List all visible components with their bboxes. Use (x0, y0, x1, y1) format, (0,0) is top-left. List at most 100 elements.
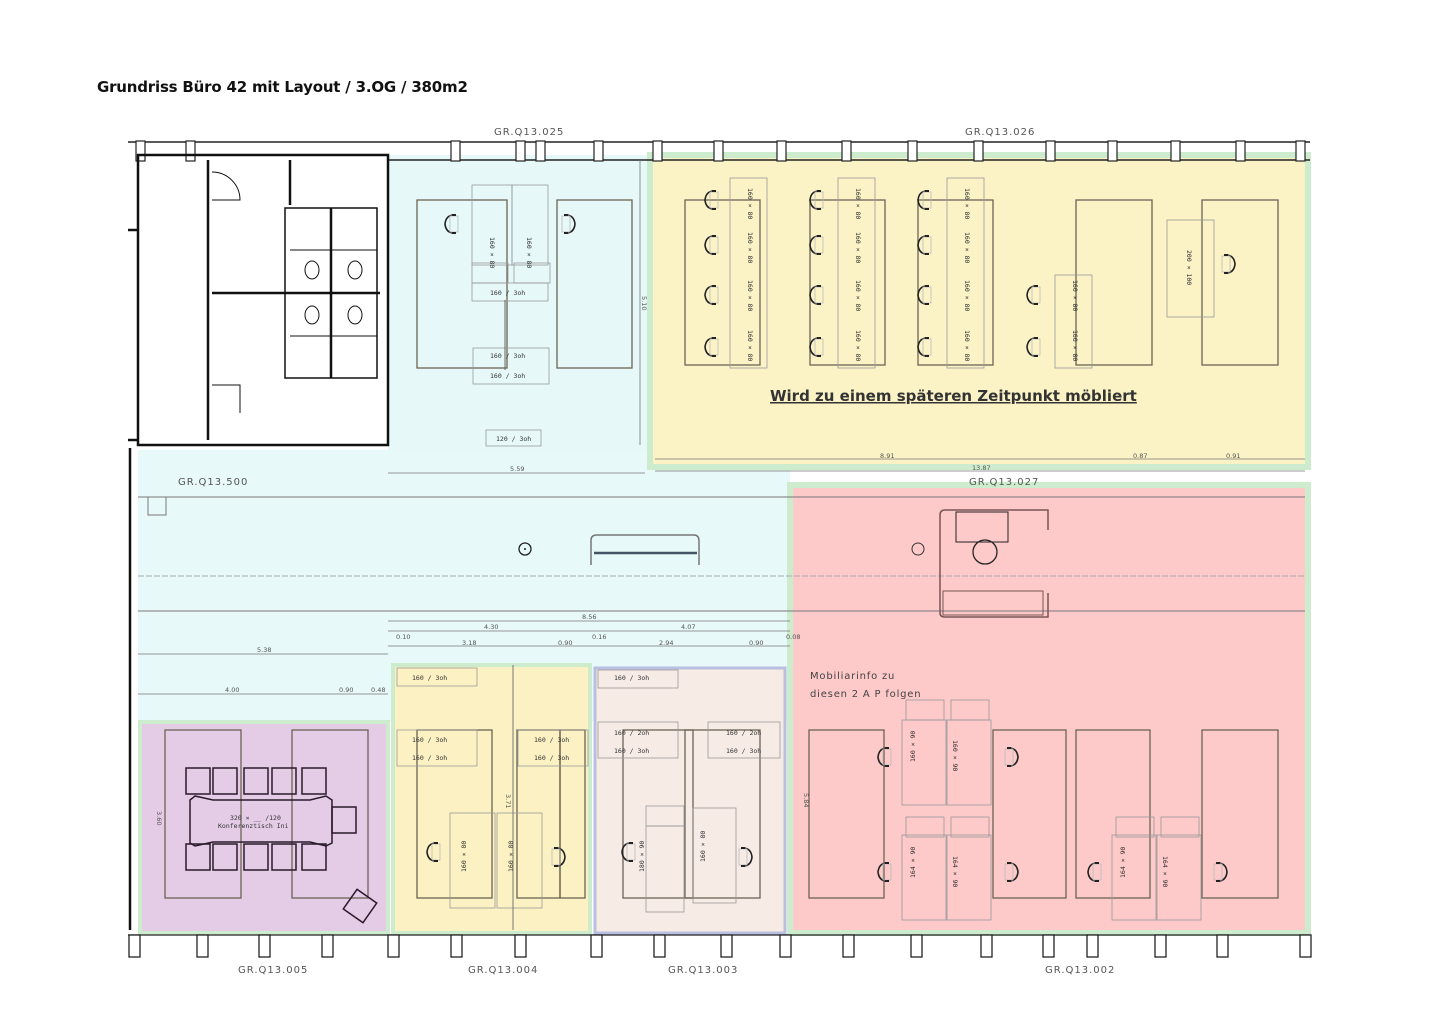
window-mullion (1295, 140, 1306, 162)
cabinet-label: 160 / 3oh (412, 736, 447, 744)
zone-q13-003[interactable] (593, 666, 787, 935)
window-mullion (1299, 934, 1312, 958)
zone-q13-027[interactable] (787, 482, 1311, 936)
note-furniture-info-line2: diesen 2 A P folgen (810, 689, 921, 700)
wc-block (128, 153, 390, 930)
window-mullion (776, 140, 787, 162)
desk-label: 160 × 80 (854, 232, 862, 263)
desk-label: 164 × 90 (909, 847, 917, 878)
window-mullion (515, 140, 526, 162)
svg-text:5.84: 5.84 (802, 793, 810, 807)
svg-text:0.48: 0.48 (371, 686, 385, 694)
window-mullion (1086, 934, 1099, 958)
svg-text:0.91: 0.91 (1226, 452, 1240, 460)
conference-table-name: Konferenztisch Ini (218, 822, 289, 830)
svg-text:13.87: 13.87 (972, 464, 991, 472)
window-mullion (653, 934, 666, 958)
window-mullion (321, 934, 334, 958)
desk-label: 160 × 80 (1071, 330, 1079, 361)
window-mullion (535, 140, 546, 162)
window-mullion (196, 934, 209, 958)
window-mullion (593, 140, 604, 162)
cabinet-label: 160 / 3oh (490, 372, 525, 380)
window-mullion (980, 934, 993, 958)
cabinet-label: 160 / 3oh (490, 289, 525, 297)
cabinet-label: 160 / 2oh (726, 729, 761, 737)
cabinet-label: 160 / 3oh (412, 754, 447, 762)
cabinet-label: 160 / 2oh (614, 729, 649, 737)
cabinet-label: 160 / 3oh (534, 736, 569, 744)
room-label-q13-025: GR.Q13.025 (494, 127, 564, 138)
window-mullion (1107, 140, 1118, 162)
room-label-q13-500: GR.Q13.500 (178, 477, 248, 488)
toilet-icon (347, 260, 363, 280)
svg-text:5.59: 5.59 (510, 465, 524, 473)
zone-q13-025[interactable] (388, 155, 652, 450)
desk-label: 160 × 80 (746, 232, 754, 263)
chair-icon (185, 767, 211, 795)
svg-text:8.91: 8.91 (880, 452, 894, 460)
chairs-q13-005 (185, 767, 378, 924)
svg-text:0.90: 0.90 (749, 639, 763, 647)
desk-label: 160 × 80 (746, 188, 754, 219)
window-mullion (1235, 140, 1246, 162)
desk-label: 160 × 80 (1071, 280, 1079, 311)
toilet-icon (347, 305, 363, 325)
room-label-q13-002: GR.Q13.002 (1045, 965, 1115, 976)
cabinet-label: 160 / 3oh (412, 674, 447, 682)
desk-label: 160 × 80 (854, 280, 862, 311)
desk-label: 164 × 90 (1119, 847, 1127, 878)
chair-icon (185, 843, 211, 871)
column-target-icon (518, 542, 532, 556)
conference-table-size: 320 × __ /120 (230, 814, 281, 822)
door-icon (212, 384, 241, 413)
svg-text:3.71: 3.71 (504, 794, 512, 808)
room-q13-002-furniture (808, 699, 1279, 921)
note-furniture-info-line1: Mobiliarinfo zu (810, 671, 895, 682)
cabinet-label: 160 / 3oh (490, 352, 525, 360)
svg-text:5.38: 5.38 (257, 646, 271, 654)
desk-label: 160 × 80 (746, 330, 754, 361)
window-mullion (1154, 934, 1167, 958)
svg-text:4.00: 4.00 (225, 686, 239, 694)
chair-icon (243, 767, 269, 795)
chair-icon (331, 806, 357, 834)
svg-text:2.94: 2.94 (659, 639, 673, 647)
window-row-bottom (128, 934, 1312, 958)
room-q13-004-furniture (396, 665, 589, 930)
desk-label: 160 × 80 (963, 188, 971, 219)
chair-icon (271, 843, 297, 871)
window-mullion (720, 934, 733, 958)
chair-icon (212, 843, 238, 871)
svg-text:0.08: 0.08 (786, 633, 800, 641)
window-mullion (910, 934, 923, 958)
desk-label: 160 × 80 (488, 237, 496, 268)
room-q13-026-furniture (684, 177, 1279, 369)
window-mullion (258, 934, 271, 958)
svg-text:0.10: 0.10 (396, 633, 410, 641)
desk-label: 160 × 80 (854, 330, 862, 361)
window-mullion (514, 934, 527, 958)
svg-text:4.07: 4.07 (681, 623, 695, 631)
chair-icon (301, 843, 327, 871)
window-mullion (842, 934, 855, 958)
window-mullion (907, 140, 918, 162)
door-icon (211, 171, 241, 201)
cabinet-label: 160 / 3oh (726, 747, 761, 755)
desk-label: 164 × 90 (951, 856, 959, 887)
window-mullion (450, 934, 463, 958)
desk-label: 160 × 80 (507, 841, 515, 872)
desk-label: 180 × 90 (638, 841, 646, 872)
svg-text:5.10: 5.10 (640, 296, 648, 310)
desk-label: 164 × 90 (1161, 856, 1169, 887)
desk-label: 160 × 80 (699, 831, 707, 862)
cabinet-label: 160 / 3oh (614, 747, 649, 755)
desk-label: 160 × 80 (963, 232, 971, 263)
armchair-icon (342, 888, 378, 924)
plan-title: Grundriss Büro 42 mit Layout / 3.OG / 38… (97, 78, 468, 96)
desk-label: 160 × 80 (963, 280, 971, 311)
window-mullion (973, 140, 984, 162)
desk-label: 160 × 80 (854, 188, 862, 219)
svg-text:8.56: 8.56 (582, 613, 596, 621)
